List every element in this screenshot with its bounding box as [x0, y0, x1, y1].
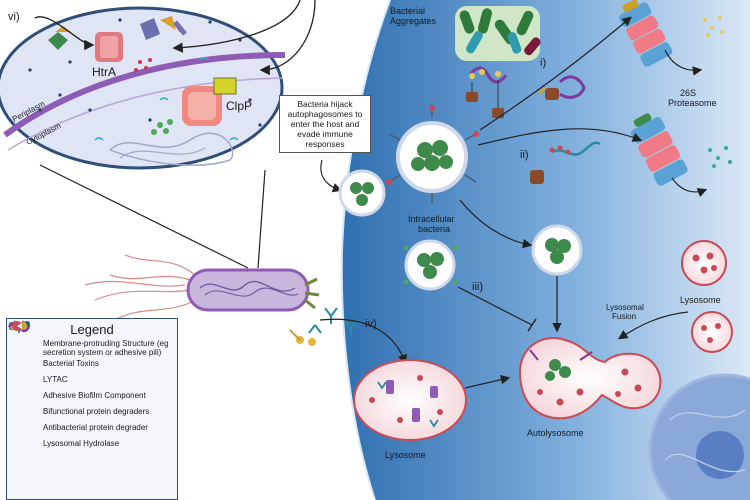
arrow-intracellular	[459, 199, 533, 249]
legend-item-label: Antibacterial protein degrader	[43, 423, 148, 432]
arrow-proteasome-bottom	[671, 177, 708, 198]
hydrolase-icon	[12, 321, 39, 453]
biofilm-icon	[10, 322, 39, 405]
arrow-fusion	[617, 311, 689, 340]
arrow-vi	[34, 16, 95, 51]
secretion-system-icon	[9, 321, 39, 353]
label-clpp: ClpP	[226, 99, 252, 113]
clpp-protease	[151, 77, 237, 135]
legend-item-4: Adhesive Biofilm Component	[10, 322, 177, 405]
label-proteasome-l1: 26S	[680, 88, 696, 98]
label-lysosome-right: Lysosome	[680, 295, 721, 305]
biofilm-components	[289, 329, 316, 346]
label-htra: HtrA	[92, 65, 116, 79]
label-step-iv: iv)	[365, 318, 377, 330]
autolysosome	[518, 337, 662, 420]
label-step-iii: iii)	[472, 281, 483, 293]
arrow-proteasome-top	[664, 49, 703, 76]
zoom-line-right	[257, 169, 266, 269]
proteasome-bottom	[630, 113, 688, 186]
label-autolysosome: Autolysosome	[527, 428, 584, 438]
htra-protease	[48, 16, 187, 72]
label-bacterial-aggregates-l2: Aggregates	[390, 16, 437, 26]
label-lysosome-bottom: Lysosome	[385, 450, 426, 460]
label-intracellular-l2: bacteria	[418, 224, 450, 234]
legend-item-3: LYTAC	[10, 321, 177, 389]
host-membrane	[340, 0, 391, 500]
legend-item-2: Bacterial Toxins	[13, 320, 177, 373]
legend-item-5: Bifunctional protein degraders	[7, 321, 177, 421]
autophagosome-main	[386, 105, 479, 203]
lysosome-right-bottom	[691, 311, 733, 353]
zoom-line-left	[39, 164, 249, 269]
label-vi: vi)	[8, 11, 20, 23]
lysosome-right-top	[681, 240, 727, 286]
intracellular-bacterium-single	[531, 224, 583, 276]
label-lysosomal-fusion-l1: Lysosomal	[606, 303, 644, 312]
legend-item-label: Adhesive Biofilm Component	[43, 391, 146, 400]
label-lysosomal-fusion-l2: Fusion	[612, 312, 636, 321]
label-step-ii: ii)	[520, 149, 529, 161]
legend-item-label: Membrane-protruding Structure (eg secret…	[43, 339, 169, 357]
legend-item-label: Bifunctional protein degraders	[43, 407, 150, 416]
bacterial-aggregates	[455, 6, 541, 61]
degrader-i	[537, 75, 586, 100]
antibacterial-degrader-icon	[13, 321, 39, 437]
bacterial-envelope-zoom	[0, 6, 286, 170]
peptide-fragments-bottom	[708, 146, 732, 168]
inhibit-iii-bar	[527, 318, 537, 332]
arrow-lysosome-to-auto	[464, 374, 511, 389]
legend-item-label: Lysosomal Hydrolase	[43, 439, 120, 448]
toxin-icon	[13, 320, 39, 373]
arrow-iv	[319, 318, 407, 365]
legend-item-label: Bacterial Toxins	[43, 359, 99, 368]
peptide-fragments-top	[703, 16, 724, 37]
legend-items: Membrane-protruding Structure (eg secret…	[7, 320, 177, 453]
legend-item-1: Membrane-protruding Structure (eg secret…	[9, 321, 177, 357]
degrader-icon	[7, 321, 39, 421]
legend-item-label: LYTAC	[43, 375, 68, 384]
label-step-i: i)	[540, 57, 546, 69]
inhibit-iii	[457, 286, 533, 326]
legend-item-6: Antibacterial protein degrader	[13, 321, 177, 437]
arrow-ii	[477, 128, 643, 146]
host-nucleus	[648, 373, 750, 500]
lysosome-bottom	[353, 359, 467, 441]
arrow-hijack	[320, 159, 343, 193]
arrow-clpp	[259, 0, 316, 76]
autophagosome-left	[338, 169, 386, 217]
autophagosome-lower	[403, 239, 458, 291]
label-intracellular-l1: Intracellular	[408, 214, 455, 224]
legend-title: Legend	[70, 322, 114, 337]
label-bacterial-aggregates-l1: Bacterial	[390, 6, 425, 16]
bacterium	[84, 254, 320, 321]
label-proteasome-l2: Proteasome	[668, 98, 717, 108]
degrader-ii	[530, 141, 601, 184]
arrow-to-aggregates	[479, 16, 632, 131]
toxins-near-bacterium	[308, 307, 358, 336]
arrow-htra	[172, 0, 301, 53]
legend: Legend Membrane-protruding Structure (eg…	[6, 318, 178, 500]
lytac-icon	[10, 321, 39, 389]
hijack-callout: Bacteria hijack autophagosomes to enter …	[279, 95, 371, 153]
legend-item-7: Lysosomal Hydrolase	[12, 321, 177, 453]
